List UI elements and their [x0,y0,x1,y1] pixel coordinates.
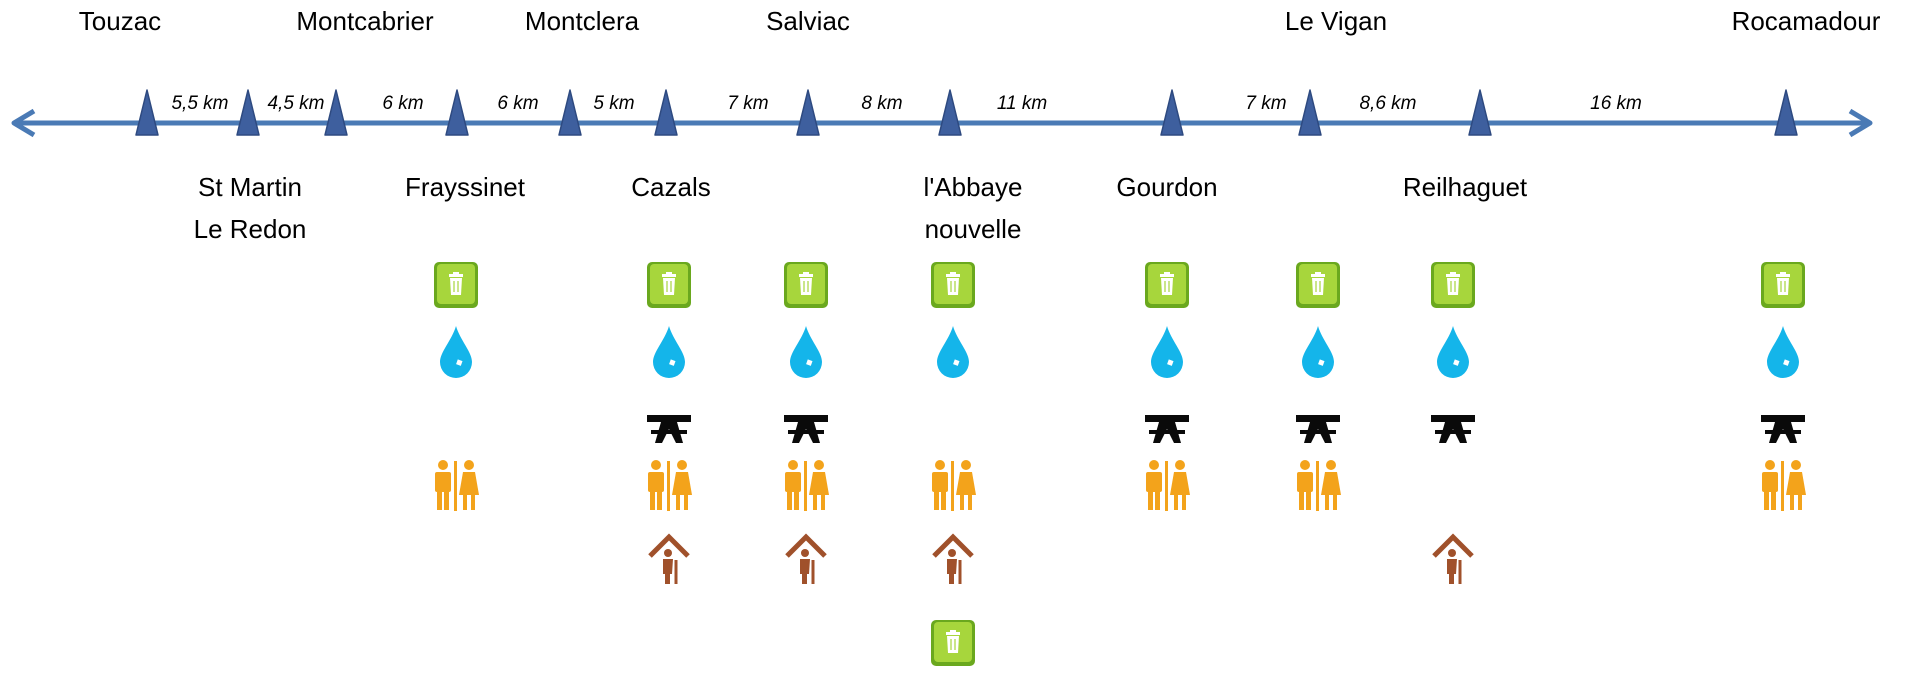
picnic-table-icon [1431,415,1475,445]
right-arrow-icon [1848,108,1873,138]
town-rocamadour: Rocamadour [1731,6,1881,36]
distance-label: 7 km [1245,93,1287,114]
toilets-icon [781,459,831,511]
town-salviac: Salviac [766,6,850,36]
trash-bin-icon [1430,261,1476,309]
town-name-line1: Reilhaguet [1402,172,1528,202]
town-st-martin-le-redon: St Martin Le Redon [194,166,307,250]
distance-label: 7 km [727,93,769,114]
toilets-icon [1758,459,1808,511]
distance-label: 5,5 km [171,93,229,114]
town-name-line1: l'Abbaye [923,172,1023,202]
trash-bin-icon [646,261,692,309]
toilets-icon [1293,459,1343,511]
route-marker-icon [445,89,469,136]
route-marker-icon [1298,89,1322,136]
water-drop-icon [788,324,824,380]
distance-label: 8 km [861,93,903,114]
town-name-line1: Cazals [631,172,711,202]
picnic-table-icon [784,415,828,445]
route-marker-icon [1160,89,1184,136]
trash-bin-icon [1295,261,1341,309]
water-drop-icon [1765,324,1801,380]
town-le-vigan: Le Vigan [1284,6,1388,36]
route-marker-icon [236,89,260,136]
town-name-line1: Gourdon [1116,172,1218,202]
route-line [11,89,1873,138]
town-montclera: Montclera [524,6,640,36]
town-montcabrier: Montcabrier [296,6,434,36]
route-marker-icon [796,89,820,136]
toilets-icon [431,459,481,511]
town-gourdon: Gourdon [1116,166,1217,208]
trash-bin-icon [930,619,976,667]
town-cazals: Cazals [631,166,710,208]
shelter-icon [932,533,974,586]
route-marker-icon [1468,89,1492,136]
picnic-table-icon [1761,415,1805,445]
picnic-table-icon [647,415,691,445]
town-touzac: Touzac [78,6,162,36]
route-marker-icon [938,89,962,136]
left-arrow-icon [11,108,36,138]
town-name-line1: Frayssinet [405,172,525,202]
water-drop-icon [651,324,687,380]
trash-bin-icon [1144,261,1190,309]
distance-label: 8,6 km [1359,93,1417,114]
route-marker-icon [654,89,678,136]
town-name-line2: Le Redon [193,214,307,244]
toilets-icon [928,459,978,511]
shelter-icon [648,533,690,586]
picnic-table-icon [1296,415,1340,445]
town-name-line1: St Martin [197,172,303,202]
route-marker-icon [324,89,348,136]
route-marker-icon [558,89,582,136]
town-l-abbaye-nouvelle: l'Abbaye nouvelle [924,166,1023,250]
trash-bin-icon [783,261,829,309]
picnic-table-icon [1145,415,1189,445]
distance-label: 4,5 km [267,93,325,114]
trash-bin-icon [930,261,976,309]
water-drop-icon [1149,324,1185,380]
water-drop-icon [1435,324,1471,380]
water-drop-icon [935,324,971,380]
toilets-icon [644,459,694,511]
route-marker-icon [135,89,159,136]
shelter-icon [785,533,827,586]
trash-bin-icon [1760,261,1806,309]
route-marker-icon [1774,89,1798,136]
town-reilhaguet: Reilhaguet [1403,166,1527,208]
distance-label: 16 km [1590,93,1642,114]
water-drop-icon [1300,324,1336,380]
distance-label: 6 km [382,93,424,114]
town-frayssinet: Frayssinet [405,166,525,208]
distance-label: 11 km [996,93,1048,114]
distance-label: 6 km [497,93,539,114]
toilets-icon [1142,459,1192,511]
town-name-line2: nouvelle [924,214,1022,244]
trash-bin-icon [433,261,479,309]
shelter-icon [1432,533,1474,586]
water-drop-icon [438,324,474,380]
distance-label: 5 km [593,93,635,114]
